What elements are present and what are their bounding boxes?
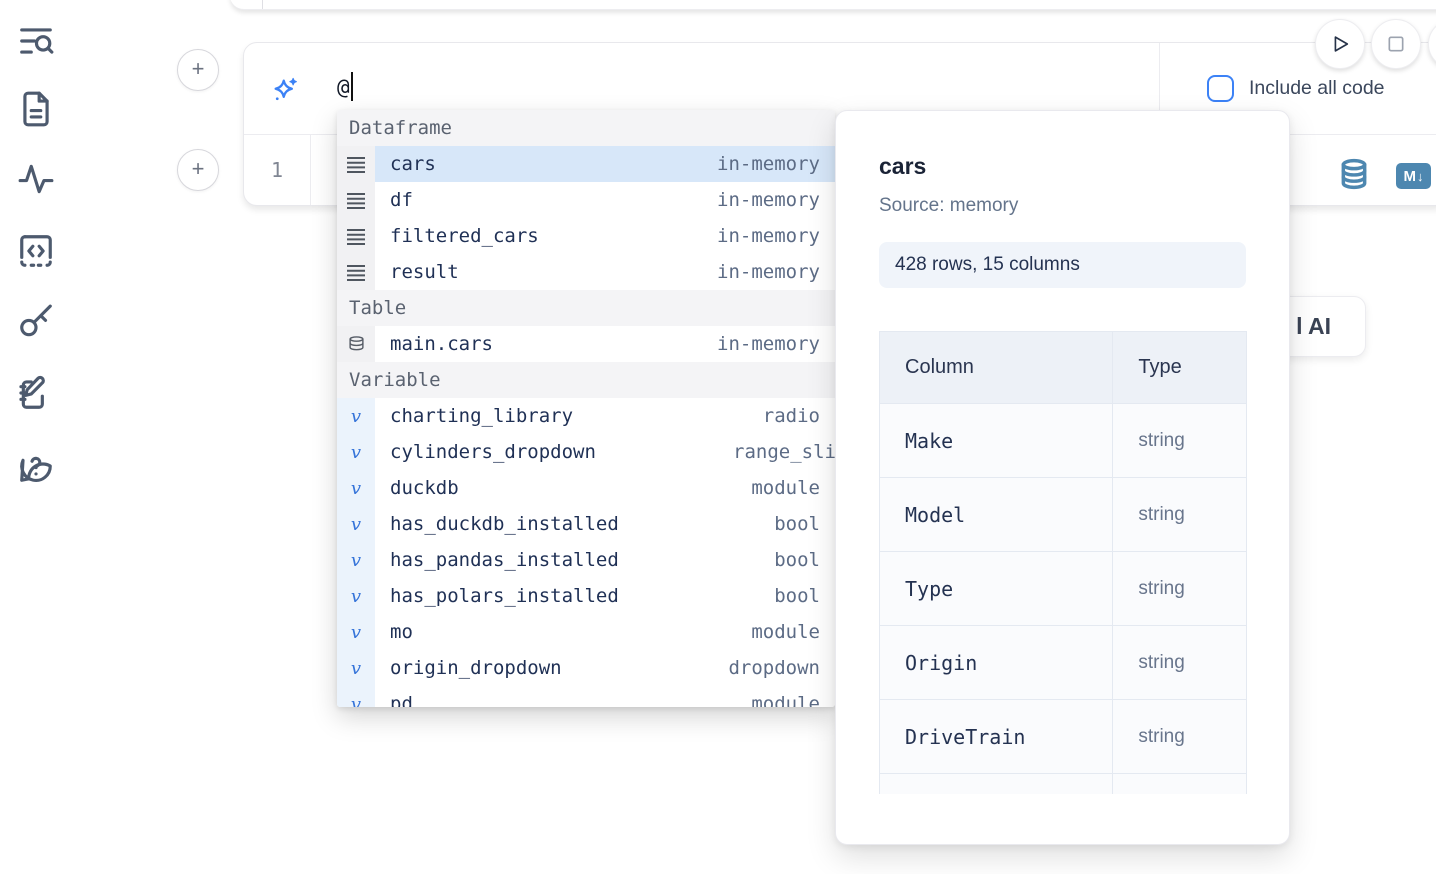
variable-icon: v — [337, 434, 375, 470]
add-cell-below-button[interactable]: + — [177, 149, 219, 191]
code-editor-row[interactable]: 1 M↓ — [244, 135, 1436, 205]
preview-shape-badge: 428 rows, 15 columns — [879, 242, 1246, 288]
dataframe-preview-panel: cars Source: memory 428 rows, 15 columns… — [835, 110, 1290, 845]
dataframe-icon — [337, 254, 375, 290]
code-snippet-icon[interactable] — [17, 232, 55, 270]
markdown-letter: M — [1403, 167, 1417, 185]
previous-cell-edge — [230, 0, 1436, 10]
variable-icon: v — [337, 506, 375, 542]
previous-cell-gutter-divider — [262, 0, 263, 9]
ai-prompt-input[interactable]: @ — [337, 75, 350, 99]
variable-icon: v — [337, 542, 375, 578]
schema-row-origin: Origin string — [880, 626, 1246, 700]
variable-icon: v — [337, 578, 375, 614]
scratchpad-icon[interactable] — [17, 374, 55, 412]
schema-row-drivetrain: DriveTrain string — [880, 700, 1246, 774]
variable-icon: v — [337, 686, 375, 707]
help-chat-icon[interactable] — [17, 447, 55, 485]
sidebar — [0, 0, 70, 874]
activity-icon[interactable] — [17, 160, 55, 198]
include-all-code-label: Include all code — [1249, 77, 1385, 99]
schema-row-model: Model string — [880, 478, 1246, 552]
variable-icon: v — [337, 614, 375, 650]
key-icon[interactable] — [17, 303, 55, 341]
include-all-code-checkbox[interactable] — [1207, 75, 1234, 102]
schema-row-make: Make string — [880, 404, 1246, 478]
section-header-variable: Variable — [337, 362, 835, 398]
variable-icon: v — [337, 398, 375, 434]
dataframe-icon — [337, 218, 375, 254]
sparkles-icon — [270, 75, 300, 105]
database-icon[interactable] — [1338, 158, 1370, 194]
cell-actions: M↓ — [1338, 158, 1431, 194]
dataframe-icon — [337, 182, 375, 218]
run-cell-button[interactable] — [1315, 19, 1365, 69]
section-header-table: Table — [337, 290, 835, 326]
table-database-icon — [337, 326, 375, 362]
list-search-icon[interactable] — [17, 22, 55, 60]
dataframe-icon — [337, 146, 375, 182]
text-caret — [351, 72, 353, 101]
schema-header-row: Column Type — [880, 332, 1246, 404]
variable-icon: v — [337, 470, 375, 506]
schema-header-column: Column — [905, 356, 974, 378]
section-header-dataframe: Dataframe — [337, 110, 835, 146]
file-document-icon[interactable] — [17, 90, 55, 128]
generate-ai-label: l AI — [1296, 313, 1331, 339]
add-cell-above-button[interactable]: + — [177, 49, 219, 91]
line-number: 1 — [270, 158, 284, 182]
line-number-gutter: 1 — [244, 135, 311, 205]
markdown-icon[interactable]: M↓ — [1396, 163, 1431, 189]
variable-icon: v — [337, 650, 375, 686]
preview-title: cars — [879, 153, 927, 179]
preview-schema-table: Column Type Make string Model string Typ… — [879, 331, 1247, 794]
schema-header-type: Type — [1138, 356, 1182, 378]
schema-row-type: Type string — [880, 552, 1246, 626]
schema-row-clipped — [880, 774, 1246, 794]
markdown-arrow: ↓ — [1417, 168, 1424, 184]
stop-cell-button[interactable] — [1371, 19, 1421, 69]
include-all-code-section: Include all code — [1159, 43, 1436, 134]
play-icon — [1334, 36, 1349, 52]
preview-source: Source: memory — [879, 195, 1019, 216]
stop-icon — [1388, 36, 1404, 52]
